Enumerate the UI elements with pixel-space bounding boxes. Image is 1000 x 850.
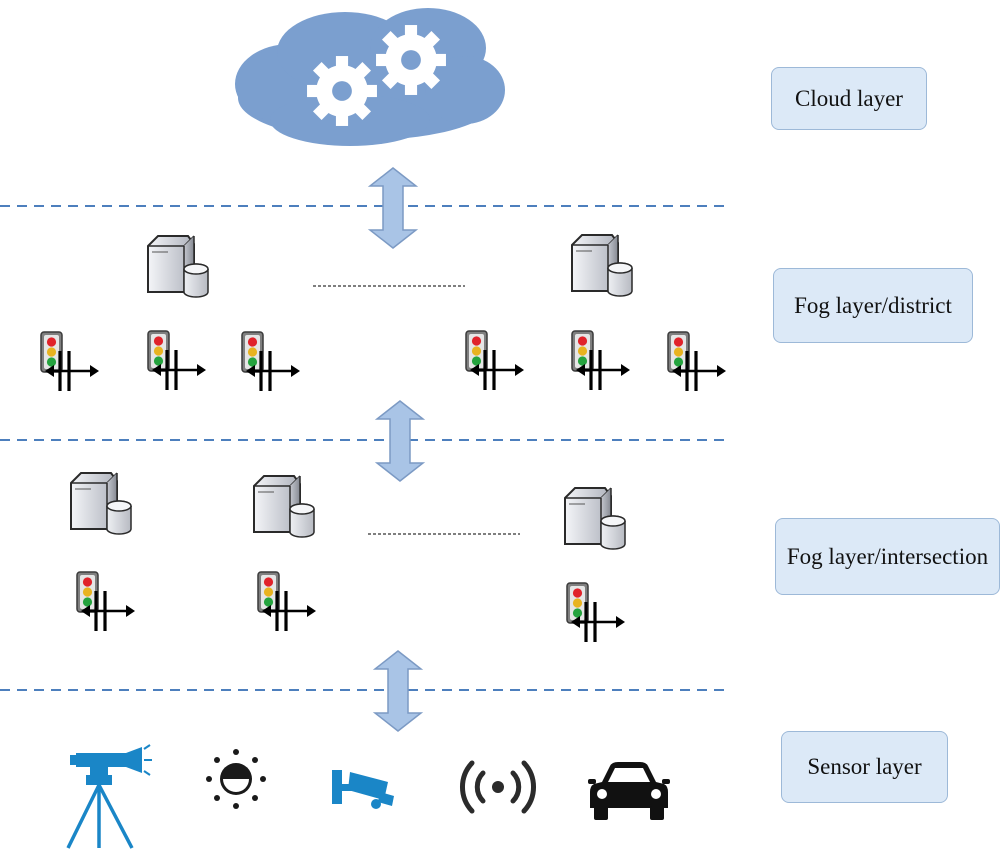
traffic-light-intersection-icon — [464, 329, 526, 392]
fog-district-layer-text: Fog layer/district — [794, 292, 952, 318]
survey-instrument-icon — [66, 744, 152, 849]
fog-district-layer-label: Fog layer/district — [773, 268, 973, 343]
traffic-light-intersection-icon — [256, 570, 318, 633]
cctv-camera-icon — [332, 770, 394, 809]
wireless-signal-icon — [460, 760, 536, 814]
fog-server-icon — [571, 234, 633, 297]
double-vertical-arrow-icon — [369, 167, 417, 249]
traffic-light-intersection-icon — [570, 329, 632, 392]
traffic-light-intersection-icon — [666, 330, 728, 393]
traffic-light-intersection-icon — [39, 330, 101, 393]
traffic-light-intersection-icon — [565, 581, 627, 644]
traffic-light-intersection-icon — [75, 570, 137, 633]
sensor-layer-label: Sensor layer — [781, 731, 948, 803]
traffic-light-intersection-icon — [146, 329, 208, 392]
fog-server-icon — [147, 235, 209, 298]
fog-server-icon — [253, 475, 315, 538]
light-sensor-icon — [206, 749, 266, 809]
cloud-gears-icon — [235, 8, 505, 146]
car-icon — [588, 762, 670, 820]
fog-intersection-layer-label: Fog layer/intersection — [775, 518, 1000, 595]
fog-intersection-layer-text: Fog layer/intersection — [786, 543, 989, 569]
fog-server-icon — [564, 487, 626, 550]
traffic-light-intersection-icon — [240, 330, 302, 393]
sensor-layer-text: Sensor layer — [807, 754, 922, 779]
cloud-layer-text: Cloud layer — [795, 85, 903, 111]
layer-dividers — [0, 205, 725, 691]
fog-server-icon — [70, 472, 132, 535]
cloud-layer-label: Cloud layer — [771, 67, 927, 130]
